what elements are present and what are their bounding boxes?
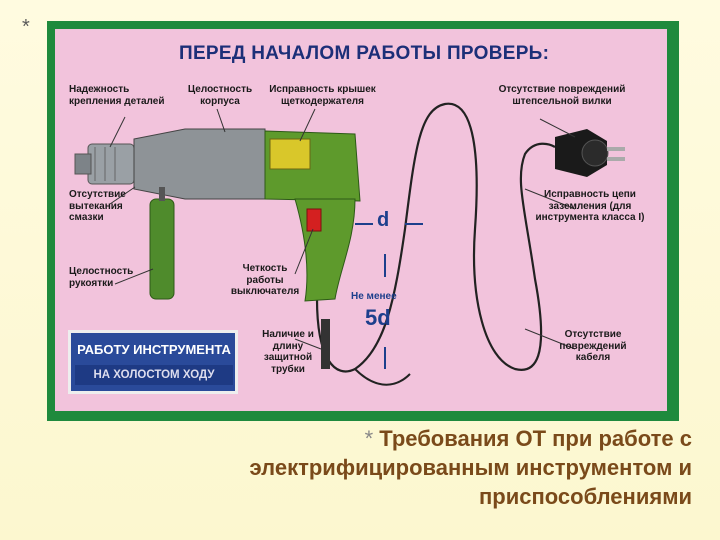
safety-poster: ПЕРЕД НАЧАЛОМ РАБОТЫ ПРОВЕРЬ: Надежность… [47,21,679,421]
panel-line-2: НА ХОЛОСТОМ ХОДУ [75,365,233,385]
poster-title: ПЕРЕД НАЧАЛОМ РАБОТЫ ПРОВЕРЬ: [179,43,550,64]
drill-illustration [74,102,625,386]
label-grease: Отсутствие вытекания смазки [69,189,126,223]
slide-bullet-marker: * [22,16,30,38]
caption-text: Требования ОТ при работе с электрифициро… [249,426,692,509]
power-cable [315,102,556,373]
label-body: Целостность корпуса [187,84,253,107]
min-length-label: Не менее [351,291,397,302]
plug-icon [555,129,625,177]
poster-panel: ПЕРЕД НАЧАЛОМ РАБОТЫ ПРОВЕРЬ: Надежность… [55,29,667,411]
label-cable: Отсутствие повреждений кабеля [559,329,627,363]
label-plug: Отсутствие повреждений штепсельной вилки [498,84,626,107]
dimension-d: d [377,209,390,231]
panel-line-1: РАБОТУ ИНСТРУМЕНТА [77,342,231,357]
idle-test-panel: РАБОТУ ИНСТРУМЕНТА НА ХОЛОСТОМ ХОДУ [68,330,238,394]
label-switch: Четкость работы выключателя [230,263,300,297]
label-reliability: Надежность крепления деталей [69,84,165,107]
slide-caption: *Требования ОТ при работе с электрифицир… [152,424,692,511]
dimension-5d: 5d [365,305,391,330]
label-brush-holder: Исправность крышек щеткодержателя [269,84,376,107]
label-tube: Наличие и длину защитной трубки [262,329,314,375]
label-handle: Целостность рукоятки [69,266,134,289]
label-ground: Исправность цепи заземления (для инструм… [535,189,645,223]
caption-bullet: * [364,426,374,451]
protective-tube [321,319,330,369]
